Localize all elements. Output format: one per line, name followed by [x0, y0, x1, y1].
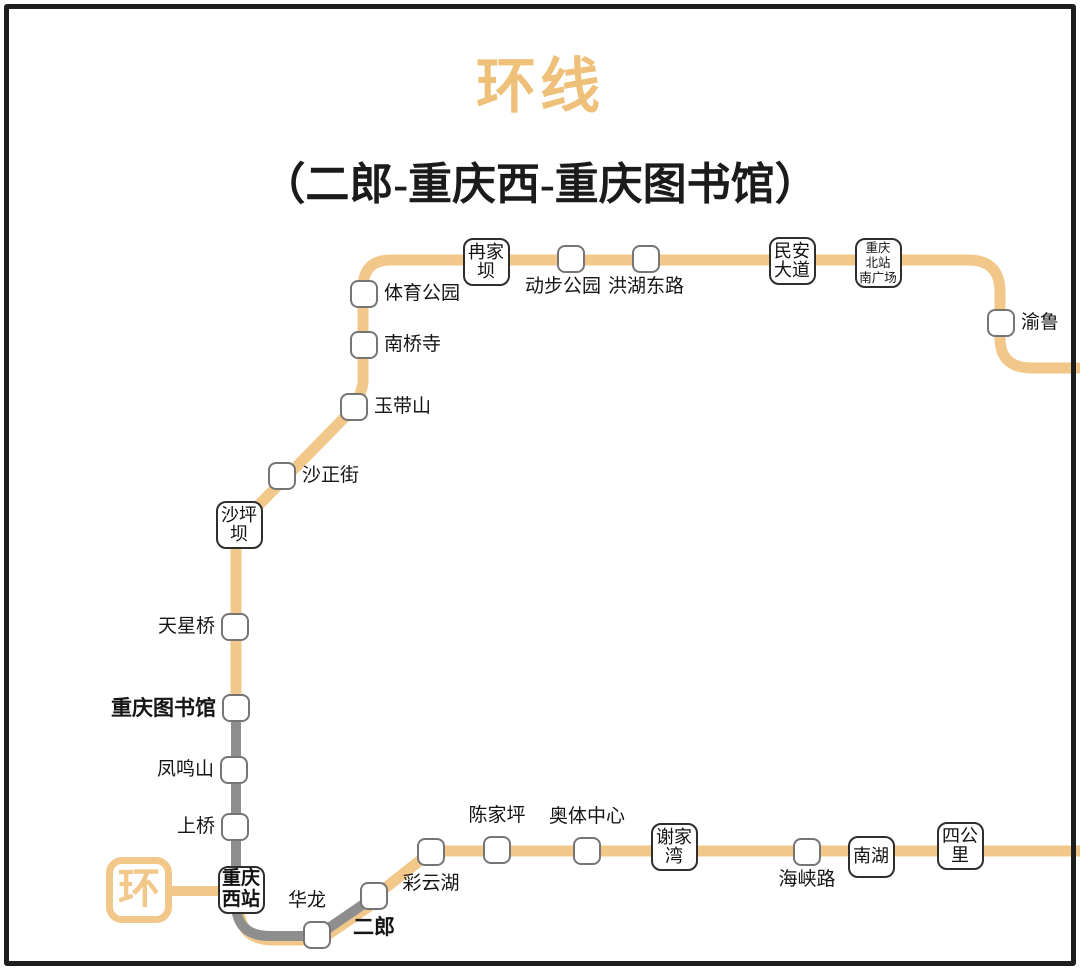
- loop-badge-label: 环: [117, 867, 160, 913]
- station-marker-aoti-zhongxin: [573, 837, 601, 865]
- interchange-label-line: 重庆: [865, 240, 891, 255]
- interchange-label-line: 四公: [942, 825, 978, 846]
- interchange-marker-nanhu: 南湖: [847, 836, 895, 878]
- station-marker-honghu-donglu: [632, 245, 660, 273]
- station-label-honghu-donglu: 洪湖东路: [607, 276, 685, 297]
- station-marker-nanqiaosi: [350, 331, 378, 359]
- interchange-label-line: 大道: [774, 260, 810, 280]
- page-title: 环线: [476, 54, 604, 120]
- station-label-hualong: 华龙: [287, 890, 327, 911]
- interchange-label-line: 民安: [774, 240, 810, 261]
- station-marker-caiyunhu: [417, 838, 445, 866]
- station-label-shangqiao: 上桥: [176, 816, 215, 837]
- interchange-marker-minan-dadao: 民安大道: [768, 237, 816, 285]
- interchange-marker-shapingba: 沙坪坝: [215, 501, 263, 549]
- station-marker-hualong: [303, 921, 331, 949]
- interchange-label-line: 南广场: [859, 270, 897, 285]
- interchange-label-line: 重庆: [221, 868, 260, 890]
- station-label-tianxingqiao: 天星桥: [157, 616, 215, 637]
- interchange-label-line: 沙坪: [221, 504, 257, 525]
- station-label-tiyu-gongyuan: 体育公园: [384, 283, 461, 304]
- station-marker-chongqing-tushuguan: [222, 694, 250, 722]
- station-label-aoti-zhongxin: 奥体中心: [548, 806, 626, 827]
- interchange-label-line: 坝: [230, 524, 248, 544]
- station-marker-fengmingshan: [220, 756, 248, 784]
- station-label-haixialu: 海峡路: [778, 869, 836, 890]
- station-marker-tianxingqiao: [221, 613, 249, 641]
- loop-badge: 环: [106, 857, 172, 923]
- station-marker-chenjiaping: [483, 836, 511, 864]
- station-label-caiyunhu: 彩云湖: [402, 873, 460, 894]
- station-marker-yulu: [987, 309, 1015, 337]
- interchange-label-line: 里: [951, 845, 969, 865]
- interchange-label-line: 南湖: [853, 846, 889, 867]
- interchange-label-line: 坝: [477, 261, 495, 281]
- station-label-nanqiaosi: 南桥寺: [384, 334, 442, 355]
- station-label-yulu: 渝鲁: [1021, 312, 1060, 333]
- interchange-label-line: 湾: [665, 846, 683, 866]
- station-label-chongqing-tushuguan: 重庆图书馆: [111, 696, 216, 720]
- interchange-label-line: 冉家: [468, 241, 504, 262]
- interchange-label-line: 谢家: [656, 826, 692, 847]
- station-marker-tiyu-gongyuan: [350, 280, 378, 308]
- interchange-label-line: 西站: [221, 889, 260, 910]
- station-marker-yudaishan: [340, 393, 368, 421]
- station-marker-shangqiao: [221, 813, 249, 841]
- station-label-shazhengjie: 沙正街: [302, 465, 360, 486]
- station-label-fengmingshan: 凤鸣山: [156, 759, 214, 780]
- station-marker-shazhengjie: [268, 462, 296, 490]
- interchange-marker-ranjiaba: 冉家坝: [462, 238, 510, 286]
- station-label-dongbu-gongyuan: 动步公园: [524, 276, 602, 297]
- station-marker-dongbu-gongyuan: [557, 245, 585, 273]
- page-subtitle: （二郎-重庆西-重庆图书馆）: [261, 160, 819, 209]
- interchange-label-line: 北站: [865, 255, 891, 270]
- interchange-marker-chongqing-beizhan-nanguangchang: 重庆北站南广场: [854, 238, 902, 288]
- station-marker-erlang: [360, 882, 388, 910]
- interchange-marker-sigongli: 四公里: [936, 822, 984, 870]
- interchange-marker-xiejiawan: 谢家湾: [650, 823, 698, 871]
- interchange-marker-chongqing-xizhan: 重庆西站: [217, 866, 265, 914]
- station-label-chenjiaping: 陈家坪: [468, 805, 526, 826]
- station-label-yudaishan: 玉带山: [374, 396, 432, 417]
- station-label-erlang: 二郎: [353, 915, 395, 939]
- station-marker-haixialu: [793, 838, 821, 866]
